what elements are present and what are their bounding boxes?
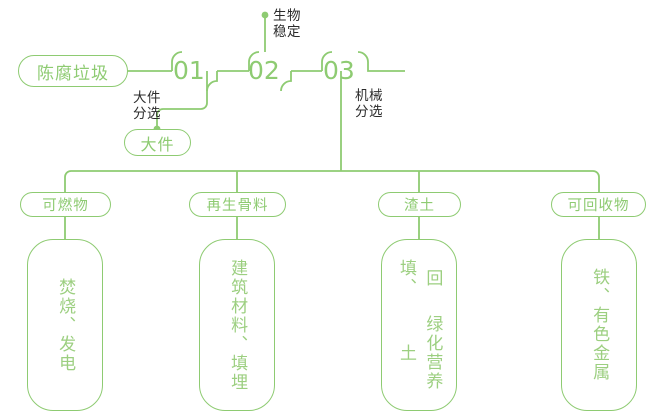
- source-node-chenfu-laji[interactable]: 陈腐垃圾: [18, 55, 128, 87]
- branch-pill-label-1: 可燃物: [42, 198, 89, 214]
- stage-number-02[interactable]: 02: [248, 56, 280, 85]
- stage01-output-label: 大件: [140, 136, 175, 154]
- branch-pill-kehuishouwu[interactable]: 可回收物: [551, 192, 646, 217]
- branch-pill-zhatu[interactable]: 渣土: [378, 192, 461, 217]
- stage-caption-02: 生物 稳定: [273, 8, 301, 40]
- source-node-label: 陈腐垃圾: [37, 63, 109, 83]
- stage-caption-03: 机械 分选: [355, 88, 383, 120]
- branch-detail-box-zaishenggu[interactable]: 建筑材料、 填埋: [199, 239, 275, 411]
- branch-detail-line-1a: 焚烧、: [56, 277, 76, 335]
- branch-detail-line-4a: 铁、: [590, 268, 610, 306]
- branch-detail-line-2a: 建筑材料、: [228, 258, 248, 354]
- stage03-arc-upper-right-tail: [357, 51, 405, 72]
- stage01-arc-upper-left: [171, 51, 183, 71]
- stage02-arc-upper-left: [248, 51, 260, 71]
- branch-detail-box-zhatu[interactable]: 回填、 绿化营养土: [381, 239, 457, 411]
- branch-detail-line-4b: 有色金属: [590, 306, 610, 382]
- stage-caption-01: 大件 分选: [133, 90, 161, 122]
- branch-distribution-bus: [64, 170, 600, 185]
- branch-detail-box-keranwu[interactable]: 焚烧、 发电: [27, 239, 103, 411]
- branch-detail-line-3a: 回填、: [397, 259, 443, 298]
- stage-number-01[interactable]: 01: [173, 56, 205, 85]
- branch-detail-line-1b: 发电: [56, 334, 76, 373]
- branch-pill-label-4: 可回收物: [567, 198, 630, 214]
- branch-detail-line-3b: 绿化营养土: [397, 315, 443, 392]
- stage03-arc-upper-left: [321, 51, 333, 71]
- branch-pill-label-2: 再生骨料: [206, 198, 269, 214]
- branch-detail-line-2b: 填埋: [228, 353, 248, 392]
- branch-pill-keranwu[interactable]: 可燃物: [20, 192, 111, 217]
- stage02-arc-lower-right: [280, 71, 292, 92]
- stage-number-03[interactable]: 03: [323, 56, 355, 85]
- stage01-output-node-dajian[interactable]: 大件: [124, 129, 191, 156]
- stage01-arc-lower-right: [206, 71, 218, 92]
- branch-pill-label-3: 渣土: [404, 198, 435, 214]
- branch-pill-zaishenggu[interactable]: 再生骨料: [189, 192, 286, 217]
- stage02-caption-dot: [261, 11, 269, 19]
- branch-detail-box-kehuishouwu[interactable]: 铁、 有色金属: [561, 239, 637, 411]
- stage01-output-drop: [156, 71, 208, 128]
